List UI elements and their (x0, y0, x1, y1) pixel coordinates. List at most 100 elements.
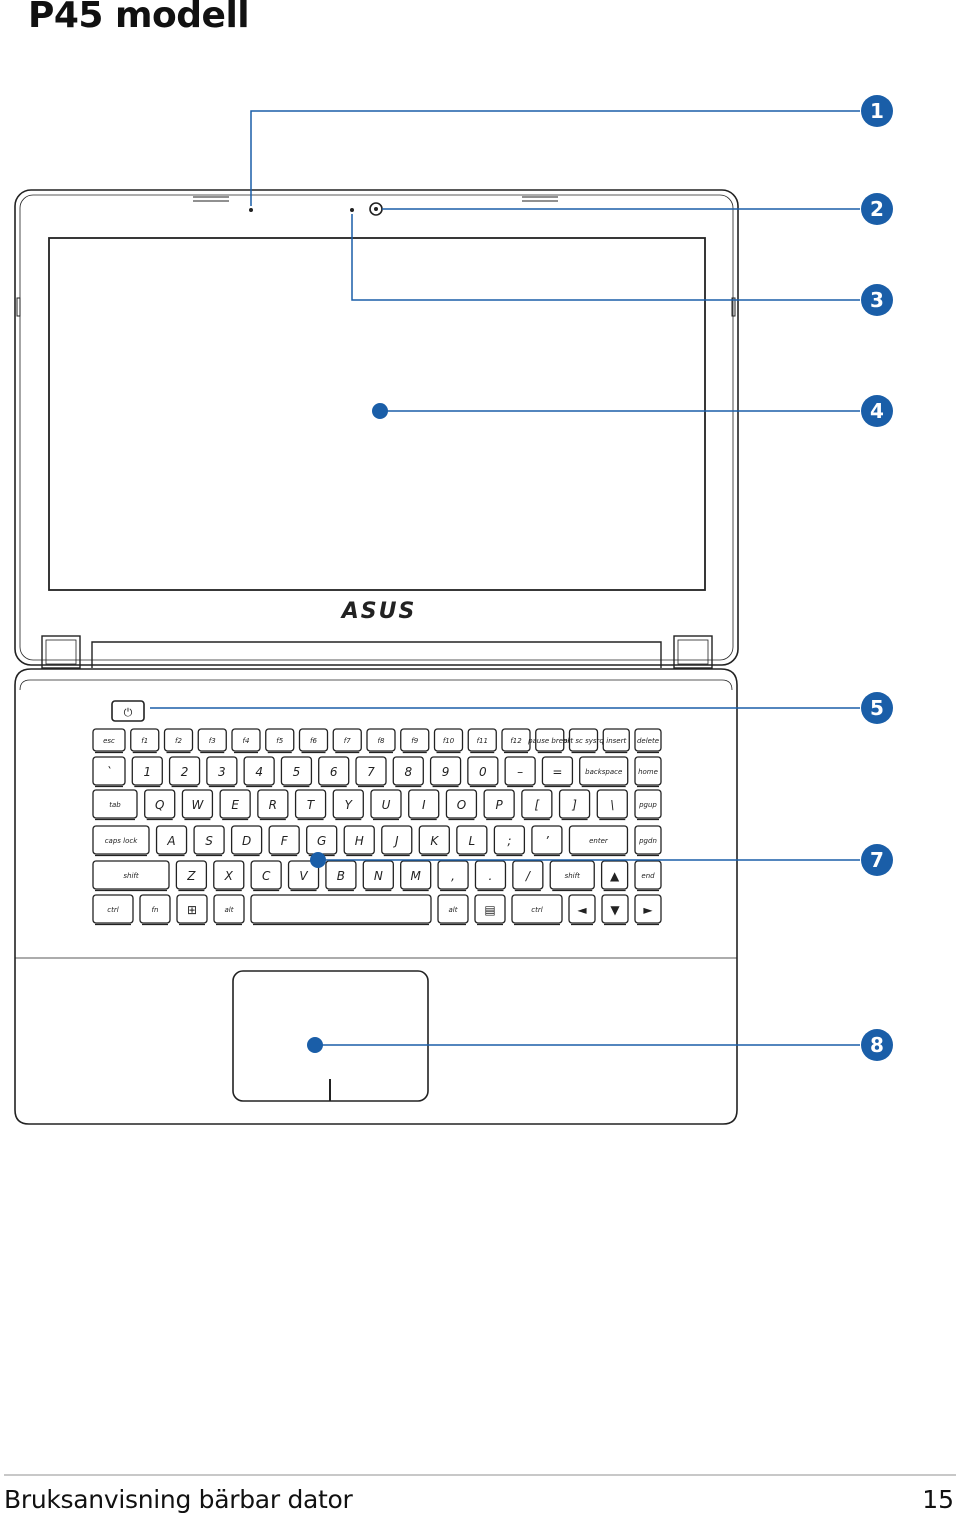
keyboard-key: 2 (168, 756, 201, 788)
keyboard-key: 1 (131, 756, 163, 788)
keyboard-key: 6 (318, 756, 350, 788)
key-label: A (166, 834, 175, 848)
svg-text:1: 1 (870, 99, 884, 123)
key-label: V (299, 869, 308, 883)
svg-text:7: 7 (870, 848, 884, 872)
key-label: W (191, 798, 204, 812)
keyboard-key: 0 (467, 756, 499, 788)
key-label: f8 (378, 737, 385, 745)
asus-logo: ASUS (340, 599, 417, 624)
key-label: pgdn (638, 837, 657, 845)
keyboard-key: f11 (467, 728, 497, 754)
key-label: f2 (175, 737, 182, 745)
keyboard-key: ctrl (92, 894, 134, 926)
keyboard-key: f6 (298, 728, 329, 754)
keyboard-key: ctrl (511, 894, 563, 926)
key-label: D (242, 834, 251, 848)
callout-marker (372, 403, 388, 419)
callout-line (351, 214, 860, 301)
key-label: [ (535, 798, 541, 812)
key-label: X (224, 869, 234, 883)
touchpad (232, 970, 429, 1102)
keyboard-key: f9 (400, 728, 430, 754)
callout-badge-2: 2 (861, 193, 893, 225)
footer-divider (4, 1474, 956, 1476)
keyboard-key: delete (634, 728, 662, 754)
key-label: Z (186, 869, 196, 883)
keyboard-key: f12 (501, 728, 531, 754)
key-label: I (422, 798, 426, 812)
keyboard-key: pause break (527, 728, 572, 754)
key-label: ] (571, 798, 577, 812)
keyboard-key: O (445, 789, 478, 821)
key-label: O (457, 798, 466, 812)
keyboard-key: f3 (197, 728, 227, 754)
keyboard-key: 3 (206, 756, 238, 788)
key-label: f4 (243, 737, 250, 745)
key-label: F (281, 834, 289, 848)
keyboard-key: X (213, 860, 245, 892)
keyboard-key: P (483, 789, 515, 821)
key-label: f6 (310, 737, 317, 745)
key-label: ’ (545, 834, 549, 848)
key-label: caps lock (105, 837, 139, 845)
key-label: alt (225, 906, 234, 914)
key-label: delete (637, 737, 659, 745)
key-label: f9 (411, 737, 418, 745)
key-label: 7 (367, 765, 375, 779)
keyboard-key: 4 (243, 756, 275, 788)
key-label: J (393, 834, 399, 848)
keyboard-key: ▼ (601, 894, 629, 926)
key-label: ▤ (484, 903, 495, 917)
svg-text:2: 2 (870, 197, 884, 221)
svg-text:⏻: ⏻ (124, 706, 133, 719)
callout-badge-7: 7 (861, 844, 893, 876)
keyboard-key: enter (568, 825, 629, 857)
key-label: fn (152, 906, 159, 914)
keyboard-key: A (155, 825, 188, 857)
callout-line (250, 110, 860, 206)
keyboard-key: [ (521, 789, 553, 821)
key-label: H (355, 834, 364, 848)
keyboard-key: I (408, 789, 440, 821)
key-label: shift (565, 872, 580, 880)
key-label: T (307, 798, 316, 812)
keyboard-key (250, 894, 432, 926)
keyboard-key: – (504, 756, 536, 788)
key-label: – (517, 765, 523, 779)
power-button (111, 700, 145, 722)
keyboard-key: f5 (265, 728, 295, 754)
key-label: G (317, 834, 326, 848)
key-label: L (469, 834, 476, 848)
svg-text:5: 5 (870, 696, 884, 720)
keyboard-key: shift (92, 860, 170, 892)
key-label: f1 (141, 737, 148, 745)
keyboard-key: backspace (579, 756, 629, 788)
key-label: / (525, 869, 532, 883)
keyboard-key: N (362, 860, 394, 892)
keyboard-key: Q (144, 789, 176, 821)
keyboard-key: / (512, 860, 544, 892)
keyboard-key: tab (92, 789, 138, 821)
key-label: 6 (330, 765, 338, 779)
keyboard-key: caps lock (92, 825, 150, 857)
key-label: 3 (218, 765, 226, 779)
key-label: ▼ (610, 903, 620, 917)
key-label: prt sc sysrq (562, 737, 604, 745)
key-label: ▲ (610, 869, 620, 883)
keyboard-key: alt (437, 894, 469, 926)
laptop-lid (14, 189, 739, 666)
footer-title: Bruksanvisning bärbar dator (4, 1485, 353, 1514)
key-label: ; (507, 834, 511, 848)
keyboard-key: insert (602, 728, 630, 754)
key-label: ◄ (577, 903, 587, 917)
key-label: ⊞ (187, 903, 197, 917)
keyboard-key: C (250, 860, 282, 892)
svg-text:4: 4 (870, 399, 884, 423)
key-label: , (451, 869, 455, 883)
key-label: . (489, 869, 493, 883)
keyboard-key: M (400, 860, 432, 892)
keyboard-key: G (306, 825, 338, 857)
key-label: f11 (477, 737, 488, 745)
keyboard-key: W (181, 789, 214, 821)
